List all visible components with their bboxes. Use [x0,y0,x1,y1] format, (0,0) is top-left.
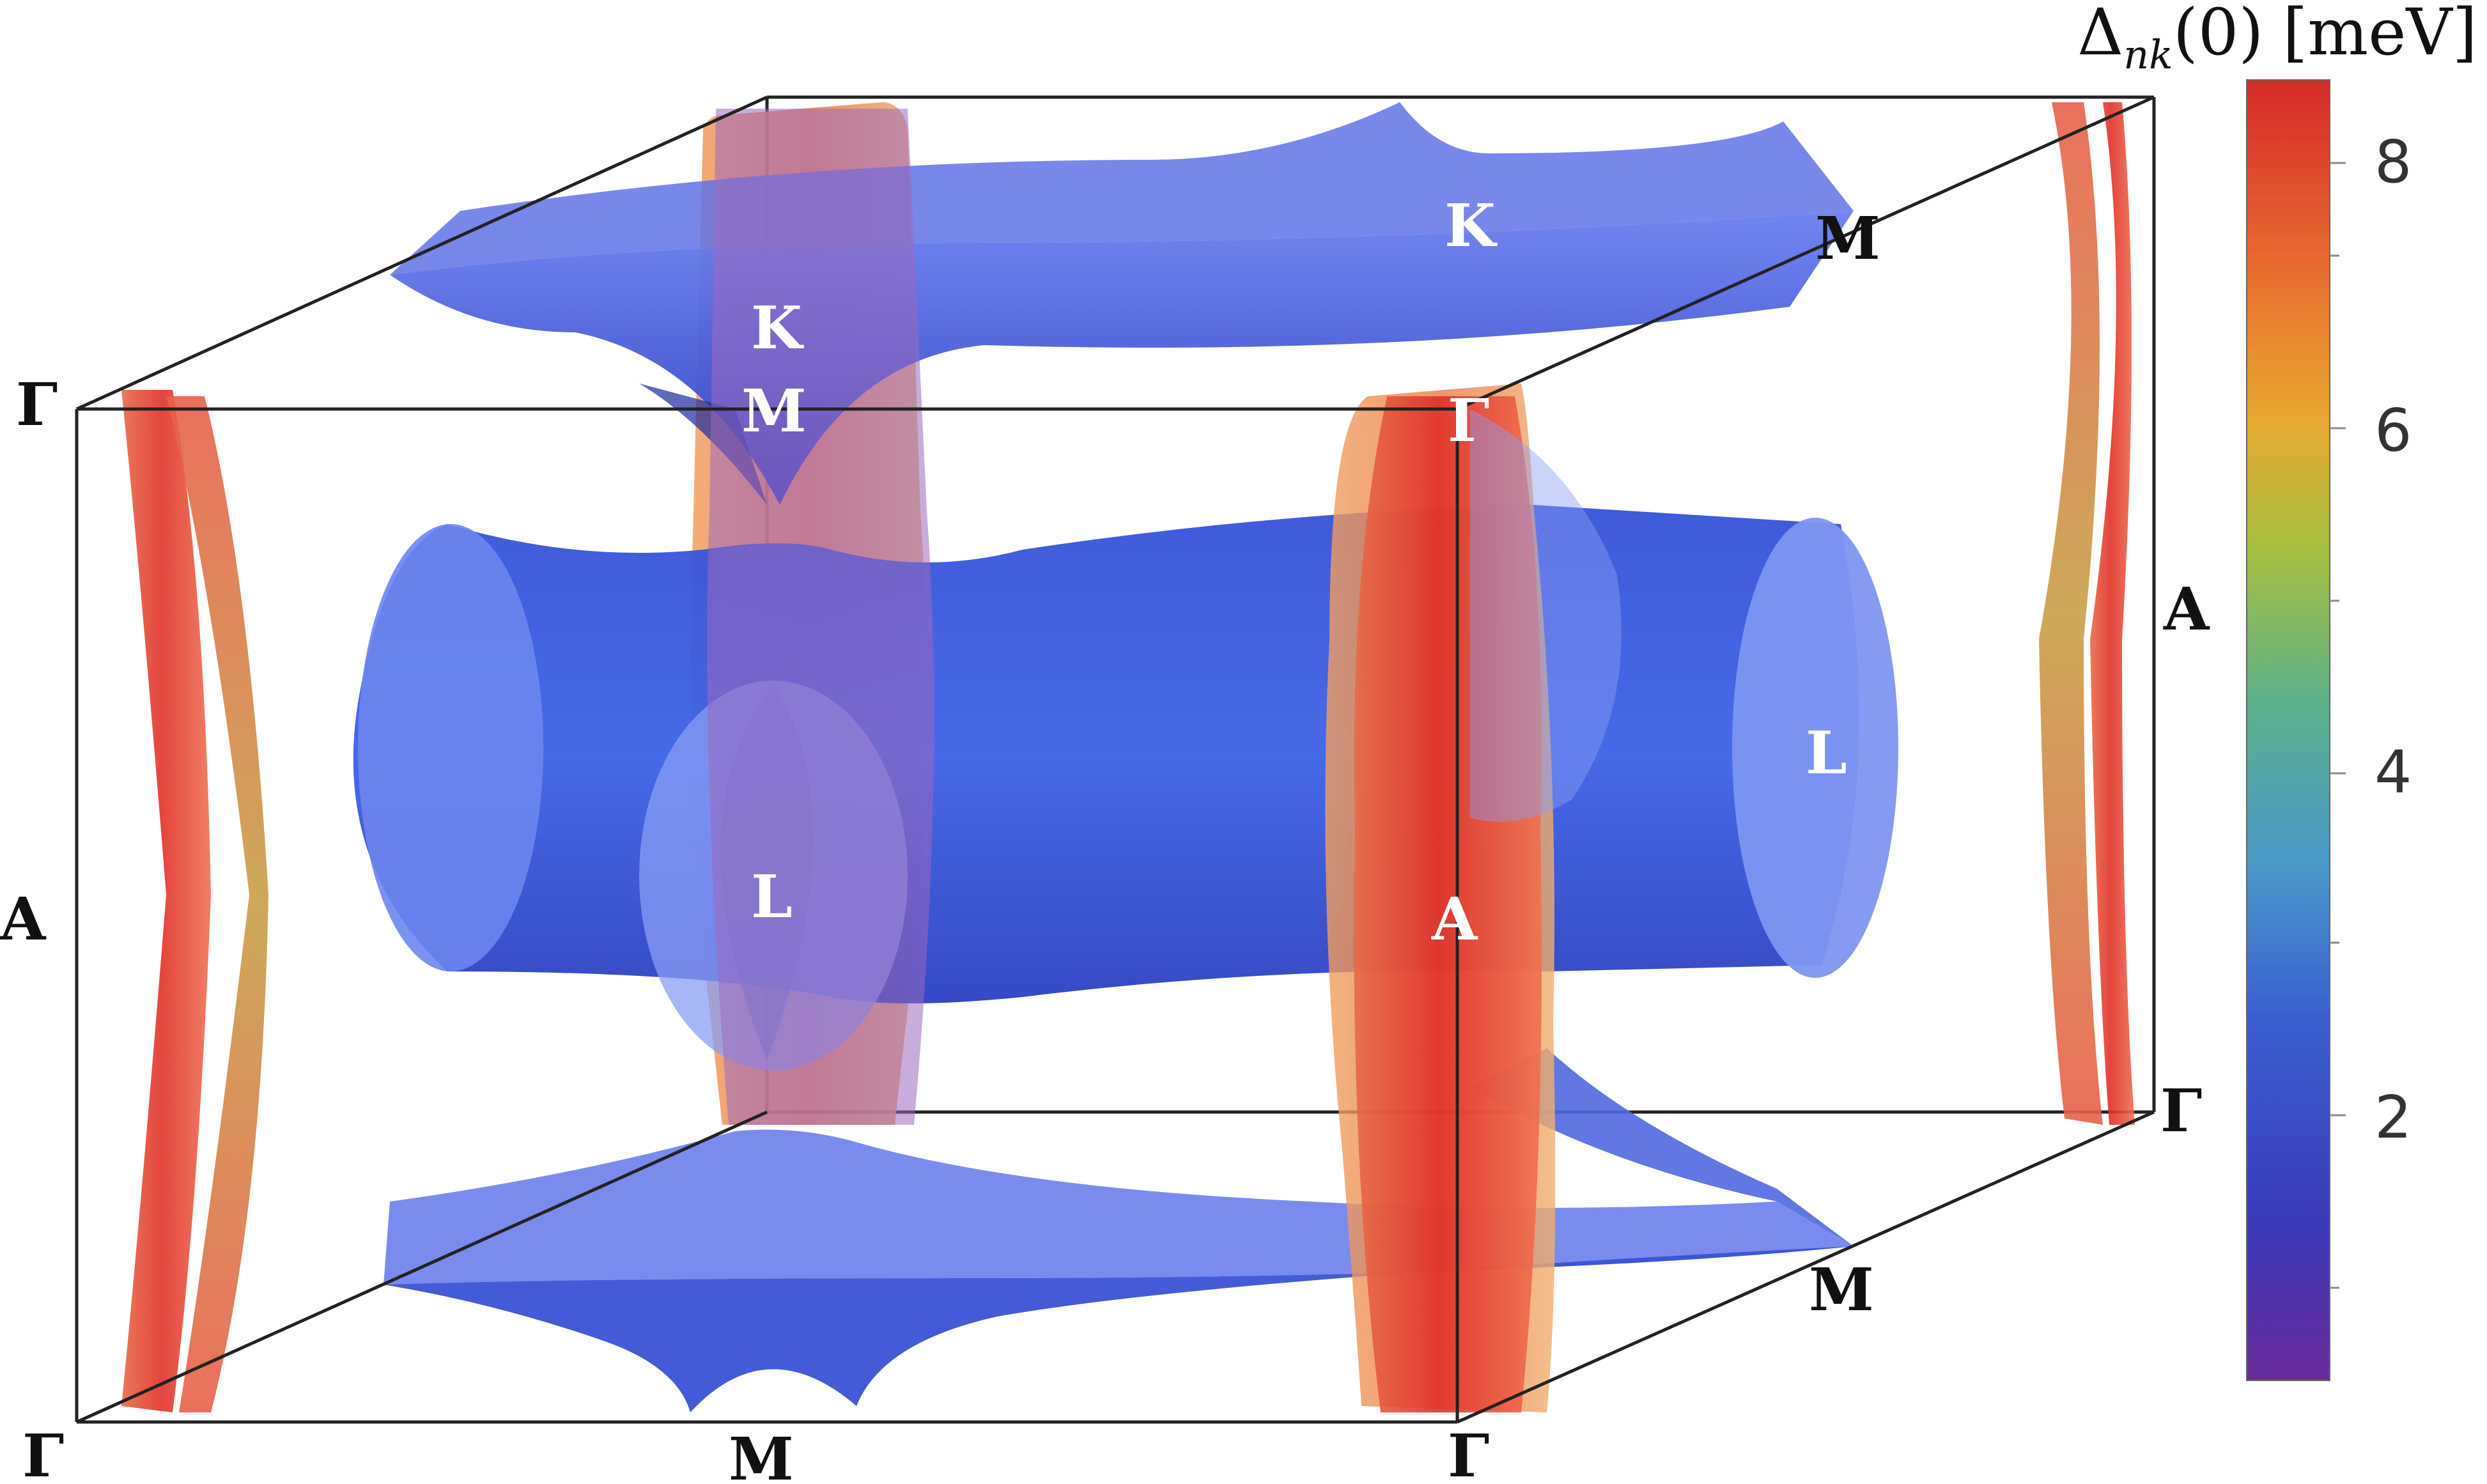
central-hole-tube [707,109,934,1125]
label-gamma-top-mid: Γ [1448,386,1489,455]
colorbar-tick-4: 4 [2375,738,2412,807]
bottom-electron-sheet [384,1048,1854,1412]
blue-cylinder-sheet [353,505,1898,1070]
colorbar-title: Δnk(0) [meV] [2077,0,2477,78]
colorbar-title-symbol: Δ [2077,0,2123,70]
label-K-top-right: K [1445,191,1498,260]
colorbar-title-unit: [meV] [2282,0,2477,70]
colorbar-tick-8: 8 [2375,128,2412,196]
right-edge-tubes [2039,102,2135,1125]
left-edge-tubes [121,390,268,1412]
label-M-bottom: M [729,1425,794,1484]
label-gamma-right: Γ [2160,1076,2202,1145]
colorbar: 2 4 6 8 Δnk(0) [meV] [2077,0,2477,1381]
label-L-right: L [1806,718,1847,787]
label-L-center: L [751,862,793,931]
label-A-left: A [0,885,47,954]
label-gamma-bottom-mid: Γ [1448,1421,1489,1484]
label-M-top-front: M [741,376,807,445]
label-gamma-top-left: Γ [16,370,58,439]
label-A-center: A [1431,885,1478,954]
label-K-top-back: K [751,293,804,362]
front-hole-tube [1325,383,1622,1412]
label-A-right: A [2163,575,2210,644]
brillouin-zone-front-edges [75,95,2155,1424]
label-M-bottom-right: M [1809,1255,1874,1324]
colorbar-title-subscript: nk [2123,31,2173,78]
colorbar-tick-2: 2 [2375,1083,2412,1152]
symmetry-labels: Γ A Γ M Γ M Γ A M [0,204,2210,1484]
colorbar-tick-6: 6 [2375,396,2412,465]
symmetry-labels-inner: K M K Γ L A L [741,191,1847,954]
top-electron-sheet [390,102,1854,505]
colorbar-minor-ticks [2330,162,2346,1289]
label-M-top-right: M [1815,204,1880,273]
label-gamma-bottom-left: Γ [22,1421,64,1484]
colorbar-title-argument: (0) [2173,0,2264,70]
colorbar-gradient [2246,79,2330,1381]
